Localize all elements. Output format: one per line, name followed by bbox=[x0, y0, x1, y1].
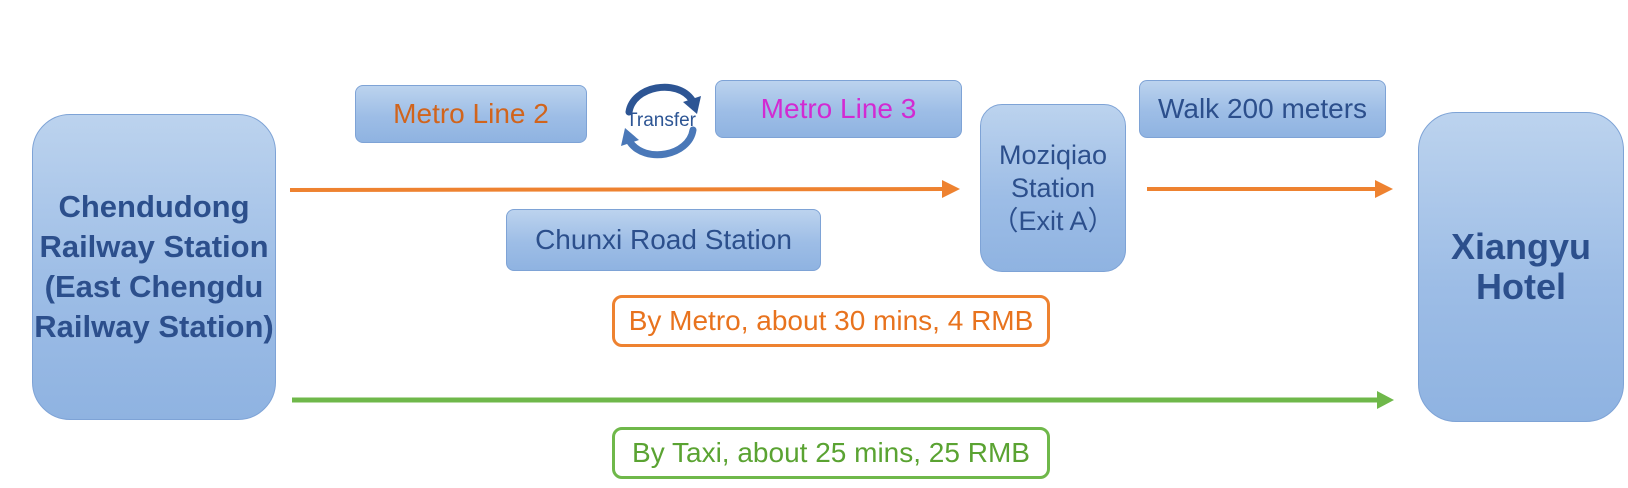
metro-line-3-label: Metro Line 3 bbox=[760, 93, 917, 124]
hotel-line-1: Xiangyu bbox=[1450, 226, 1592, 267]
origin-line-1: Chendudong bbox=[58, 189, 250, 224]
walk-box: Walk 200 meters bbox=[1139, 80, 1386, 138]
hotel-line-2: Hotel bbox=[1476, 266, 1566, 307]
hotel-node: Xiangyu Hotel bbox=[1418, 112, 1624, 422]
transfer-station-label: Chunxi Road Station bbox=[535, 224, 792, 255]
walk-label: Walk 200 meters bbox=[1157, 93, 1368, 124]
origin-line-3: (East Chengdu bbox=[44, 269, 264, 304]
walk-route-arrowhead bbox=[1375, 180, 1393, 198]
metro-line-2-label: Metro Line 2 bbox=[393, 98, 549, 129]
metro-line-2-box: Metro Line 2 bbox=[355, 85, 587, 143]
moziqiao-station-node: Moziqiao Station （Exit A） bbox=[980, 104, 1126, 272]
moziqiao-line-2: Station bbox=[1010, 172, 1096, 203]
metro-route-summary-text: By Metro, about 30 mins, 4 RMB bbox=[628, 305, 1034, 336]
metro-route-summary: By Metro, about 30 mins, 4 RMB bbox=[612, 295, 1050, 347]
origin-line-4: Railway Station) bbox=[34, 309, 274, 344]
transfer-station-box: Chunxi Road Station bbox=[506, 209, 821, 271]
metro-route-arrowhead bbox=[942, 180, 960, 198]
origin-station-node: Chendudong Railway Station (East Chengdu… bbox=[32, 114, 276, 420]
taxi-route-summary: By Taxi, about 25 mins, 25 RMB bbox=[612, 427, 1050, 479]
transfer-cycle-icon bbox=[621, 83, 701, 159]
moziqiao-line-3: （Exit A） bbox=[991, 205, 1115, 236]
origin-line-2: Railway Station bbox=[39, 229, 269, 264]
moziqiao-line-1: Moziqiao bbox=[998, 139, 1108, 170]
taxi-route-summary-text: By Taxi, about 25 mins, 25 RMB bbox=[632, 437, 1030, 468]
metro-route-arrow bbox=[289, 187, 946, 192]
metro-line-3-box: Metro Line 3 bbox=[715, 80, 962, 138]
transfer-label: Transfer bbox=[625, 110, 697, 131]
taxi-route-arrowhead bbox=[1377, 391, 1394, 409]
